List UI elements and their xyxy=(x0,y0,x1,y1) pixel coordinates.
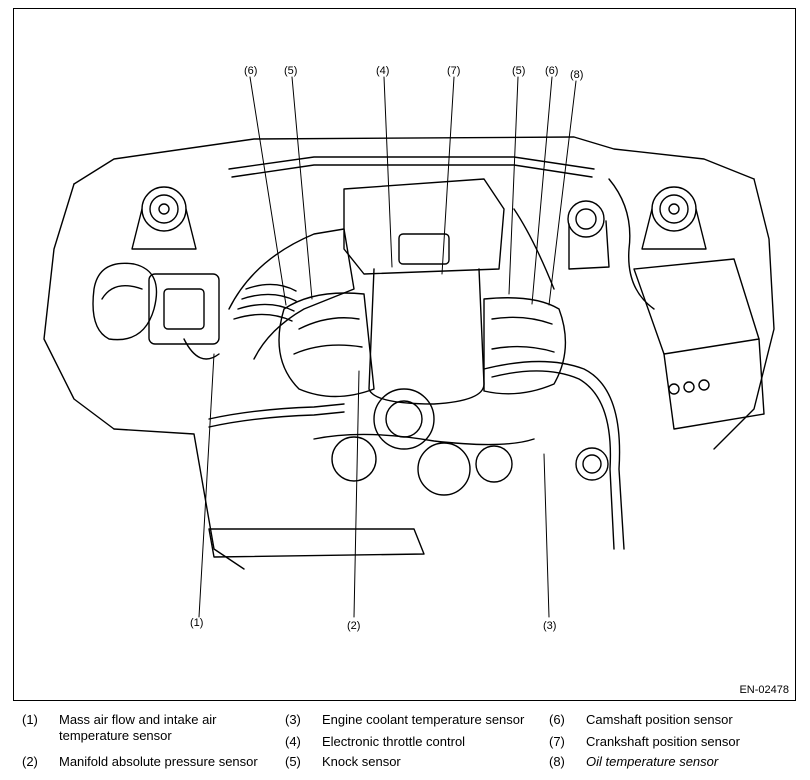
legend-text: Knock sensor xyxy=(322,754,401,769)
legend-text: Electronic throttle control xyxy=(322,734,466,749)
legend-num: (3) xyxy=(285,712,301,727)
callout-1: (1) xyxy=(190,617,204,629)
hood-outline xyxy=(73,136,755,185)
legend-num: (2) xyxy=(22,754,38,769)
legend-text: Mass air flow and intake air temperature… xyxy=(59,712,217,743)
legend-num: (4) xyxy=(285,734,301,749)
battery xyxy=(633,258,765,430)
right-strut-tower xyxy=(641,186,707,250)
callout-6-left: (6) xyxy=(244,65,258,77)
radiator-support xyxy=(208,528,425,558)
brake-reservoir xyxy=(92,262,158,341)
callout-5-right: (5) xyxy=(512,65,526,77)
left-cylinder-head xyxy=(278,292,375,398)
legend-num: (8) xyxy=(549,754,565,769)
leader-lines xyxy=(198,76,577,618)
air-intake-duct xyxy=(228,228,355,360)
front-crossmember xyxy=(113,428,245,570)
radiator-hose-2 xyxy=(208,411,345,428)
cowl-pipe-2 xyxy=(231,164,593,178)
right-cylinder-head xyxy=(483,297,567,395)
legend-text: Manifold absolute pressure sensor xyxy=(59,754,258,769)
legend-num: (1) xyxy=(22,712,38,727)
intake-box xyxy=(148,273,220,360)
legend-text: Engine coolant temperature sensor xyxy=(322,712,525,727)
power-steering-reservoir xyxy=(567,200,610,270)
cowl-pipe xyxy=(228,156,595,170)
callout-5-left: (5) xyxy=(284,65,298,77)
callout-4: (4) xyxy=(376,65,390,77)
wiring-harness-2 xyxy=(513,208,555,290)
engine-diagram-frame: (6) (5) (4) (7) (5) (6) (8) (1) (2) (3) … xyxy=(13,8,796,701)
figure-code: EN-02478 xyxy=(739,684,789,696)
legend-num: (6) xyxy=(549,712,565,727)
pulleys xyxy=(313,388,535,496)
left-fender xyxy=(43,183,115,430)
wiring-harness xyxy=(608,178,655,310)
radiator-hose xyxy=(208,403,345,420)
intake-manifold xyxy=(343,178,505,405)
legend-num: (5) xyxy=(285,754,301,769)
right-fender xyxy=(713,178,775,450)
coolant-cap xyxy=(575,447,609,481)
left-strut-tower xyxy=(131,186,197,250)
callout-2: (2) xyxy=(347,620,361,632)
legend-num: (7) xyxy=(549,734,565,749)
callout-8: (8) xyxy=(570,69,584,81)
legend-text: Oil temperature sensor xyxy=(586,754,719,769)
legend-text: Camshaft position sensor xyxy=(586,712,733,727)
legend-text: Crankshaft position sensor xyxy=(586,734,740,749)
callout-7: (7) xyxy=(447,65,461,77)
engine-compartment-illustration xyxy=(43,76,775,618)
heater-hose-2 xyxy=(491,370,615,550)
legend: (1) Mass air flow and intake air tempera… xyxy=(0,708,810,780)
callout-3: (3) xyxy=(543,620,557,632)
heater-hose xyxy=(483,360,625,550)
callout-6-right: (6) xyxy=(545,65,559,77)
